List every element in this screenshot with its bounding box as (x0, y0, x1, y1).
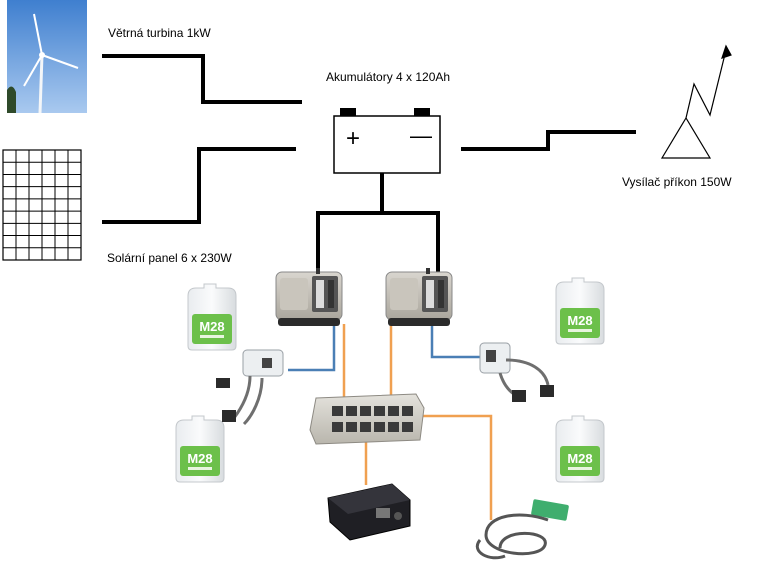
battery-minus-sign: — (410, 123, 432, 148)
fuel-cell-generator-left (275, 267, 343, 327)
hub-port (402, 422, 413, 432)
orange-cables (342, 324, 493, 520)
wire-solar-battery (102, 147, 296, 224)
cartridge-connector-right (479, 342, 554, 402)
solar-panel-label: Solární panel 6 x 230W (107, 251, 232, 265)
hub-port (374, 406, 385, 416)
wire-bus-left (316, 211, 440, 280)
hub-port (332, 406, 343, 416)
hub-port (388, 406, 399, 416)
hub-port (360, 406, 371, 416)
hub-port (332, 422, 343, 432)
controller-box (327, 483, 411, 541)
hub-port (360, 422, 371, 432)
fuel-canister-bottom-left (175, 415, 225, 483)
fuel-cell-generator-right (385, 267, 453, 327)
solar-panel-image (2, 149, 82, 261)
transmitter-antenna (660, 44, 732, 159)
power-wires (102, 54, 636, 280)
wire-turbine-battery (102, 54, 302, 104)
hub-port (346, 406, 357, 416)
cartridge-connector-left (216, 349, 284, 426)
sensor-cable (476, 499, 569, 560)
wind-turbine-label: Větrná turbina 1kW (108, 26, 211, 40)
wind-turbine-image (7, 0, 87, 114)
fuel-canister-top-right (555, 277, 605, 345)
battery-symbol (333, 108, 441, 174)
blue-cables (288, 324, 482, 372)
fuel-canister-bottom-right (555, 415, 605, 483)
network-hub (309, 393, 425, 445)
hub-port (388, 422, 399, 432)
transmitter-label: Vysílač příkon 150W (622, 175, 732, 189)
batteries-label: Akumulátory 4 x 120Ah (326, 70, 451, 84)
hub-port (346, 422, 357, 432)
fuel-canister-top-left (187, 283, 237, 351)
battery-plus-sign: + (346, 125, 360, 152)
wire-battery-transmitter (461, 130, 636, 151)
hub-port (402, 406, 413, 416)
hub-port (374, 422, 385, 432)
